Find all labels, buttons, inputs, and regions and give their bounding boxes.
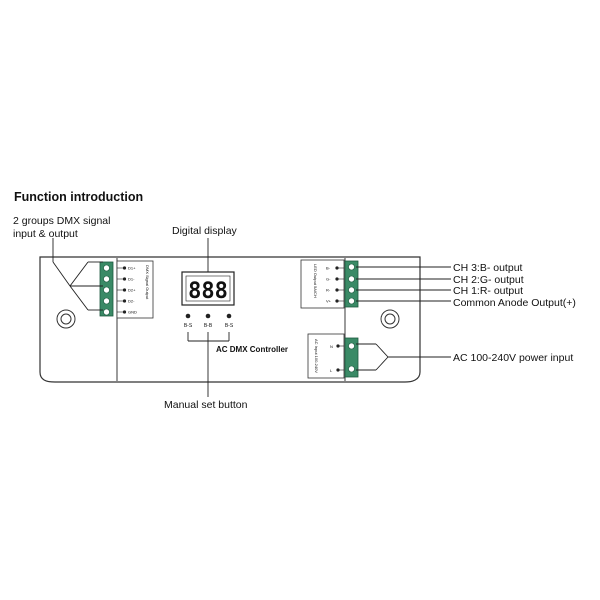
dmx-pin-label: D2+ [128,288,136,293]
button-label: B-B [204,323,213,329]
output-pin-label: V+ [326,299,332,304]
power-pin-label: L [330,368,333,373]
mounting-hole-left [56,309,76,329]
product-label: AC DMX Controller [216,345,288,354]
section-heading: Function introduction [14,190,143,204]
dmx-pin-label: D1+ [128,266,136,271]
dmx-pin-label: D1- [128,277,135,282]
callout-power: AC 100-240V power input [453,352,573,364]
output-block-side-text: LED Output 5A/CH [313,264,318,298]
callout-lines [52,238,451,397]
callout-digital-display: Digital display [172,225,238,237]
manual-button[interactable] [185,313,191,319]
callout-ch1: CH 1:R- output [453,285,523,297]
dmx-pin-label: GND [128,310,137,315]
display-digits: 888 [188,279,228,304]
callout-dmx: input & output [13,228,78,240]
power-pin-label: N [330,344,333,349]
callout-ch2: CH 2:G- output [453,274,524,286]
output-pin-label: B- [326,266,331,271]
callout-ch3: CH 3:B- output [453,262,523,274]
mounting-hole-right [380,309,400,329]
manual-button[interactable] [226,313,232,319]
callout-dmx: 2 groups DMX signal [13,215,110,227]
button-label: B-S [225,323,234,329]
callout-manual-button: Manual set button [164,399,248,411]
callout-common-anode: Common Anode Output(+) [453,297,576,309]
power-terminal-block: AC Input 100-240V N L [307,333,359,379]
power-block-side-text: AC Input 100-240V [314,339,319,373]
manual-button[interactable] [205,313,211,319]
output-pin-label: R- [326,288,331,293]
digital-display: 888 [181,271,235,306]
output-terminal-block: LED Output 5A/CH B- G- R- V+ [300,259,359,309]
output-pin-label: G- [326,277,331,282]
dmx-block-side-text: DMX Signal Output [145,265,150,300]
dmx-terminal-block: D1+ D1- D2+ D2- GND DMX Signal Output [99,260,154,319]
dmx-pin-label: D2- [128,299,135,304]
button-label: B-S [184,323,193,329]
manual-buttons: B-S B-B B-S [184,313,234,329]
